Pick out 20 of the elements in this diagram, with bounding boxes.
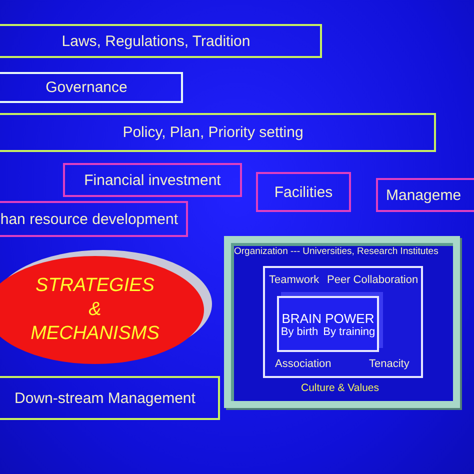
inner-box [263,266,423,378]
box-text: Organization --- Universities, Research Institutes [234,246,438,257]
box-text: By birth [280,326,318,338]
box-text: By training [323,326,376,338]
text-box: Manageme [376,178,474,212]
text-box: Policy, Plan, Priority setting [0,113,436,152]
box-text: Peer Collaboration [327,274,418,286]
box-text: Teamwork [269,274,320,286]
text-box: Down-stream Management [0,376,220,420]
text-box: Facilities [256,172,351,212]
text-box: Governance [0,72,183,103]
box-text: Culture & Values [301,382,380,394]
box-text: Association [275,358,332,370]
organization-frame [224,236,460,408]
text-box: Financial investment [63,163,242,197]
box-text: Tenacity [369,358,410,370]
ellipse-text: STRATEGIES & MECHANISMS [30,274,160,346]
box-title: BRAIN POWER [282,310,374,326]
text-box: han resource development [0,201,188,237]
text-box: Laws, Regulations, Tradition [0,24,322,58]
